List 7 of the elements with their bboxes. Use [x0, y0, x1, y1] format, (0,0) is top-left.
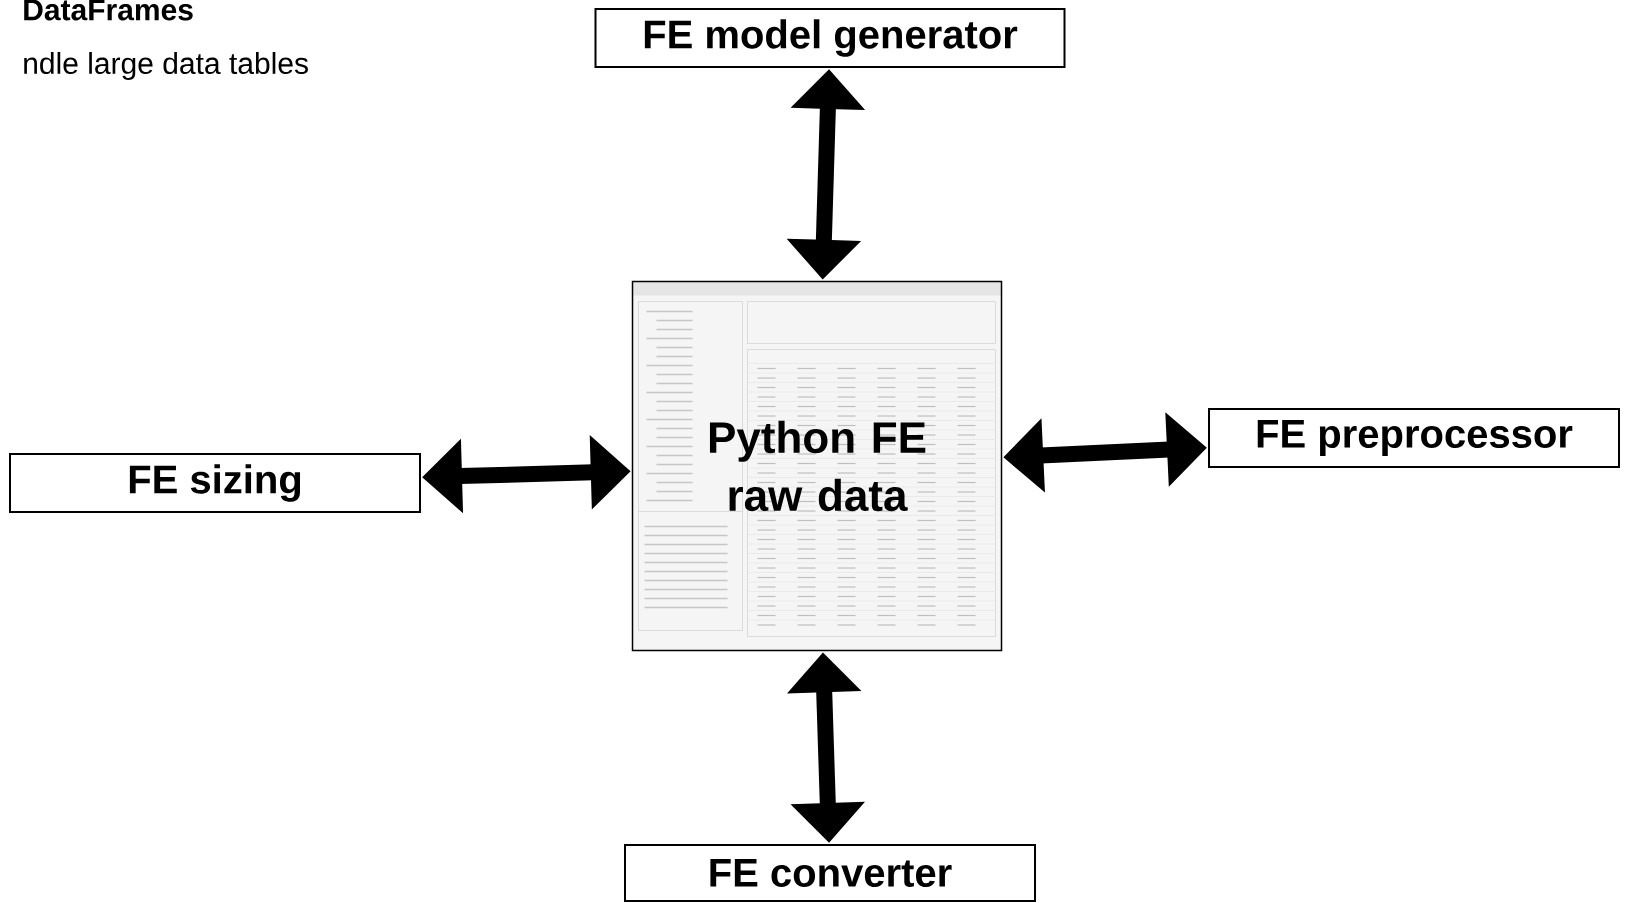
process-box: FE converter [624, 844, 1036, 902]
heading-text: ndle large data tables [24, 52, 308, 80]
process-box: FE preprocessor [1208, 408, 1620, 468]
screenshot-panel: Python FE raw data [631, 280, 1003, 652]
process-box: FE sizing [9, 453, 421, 513]
heading-text: DataFrames [24, 0, 193, 21]
process-box: FE model generator [594, 8, 1066, 68]
